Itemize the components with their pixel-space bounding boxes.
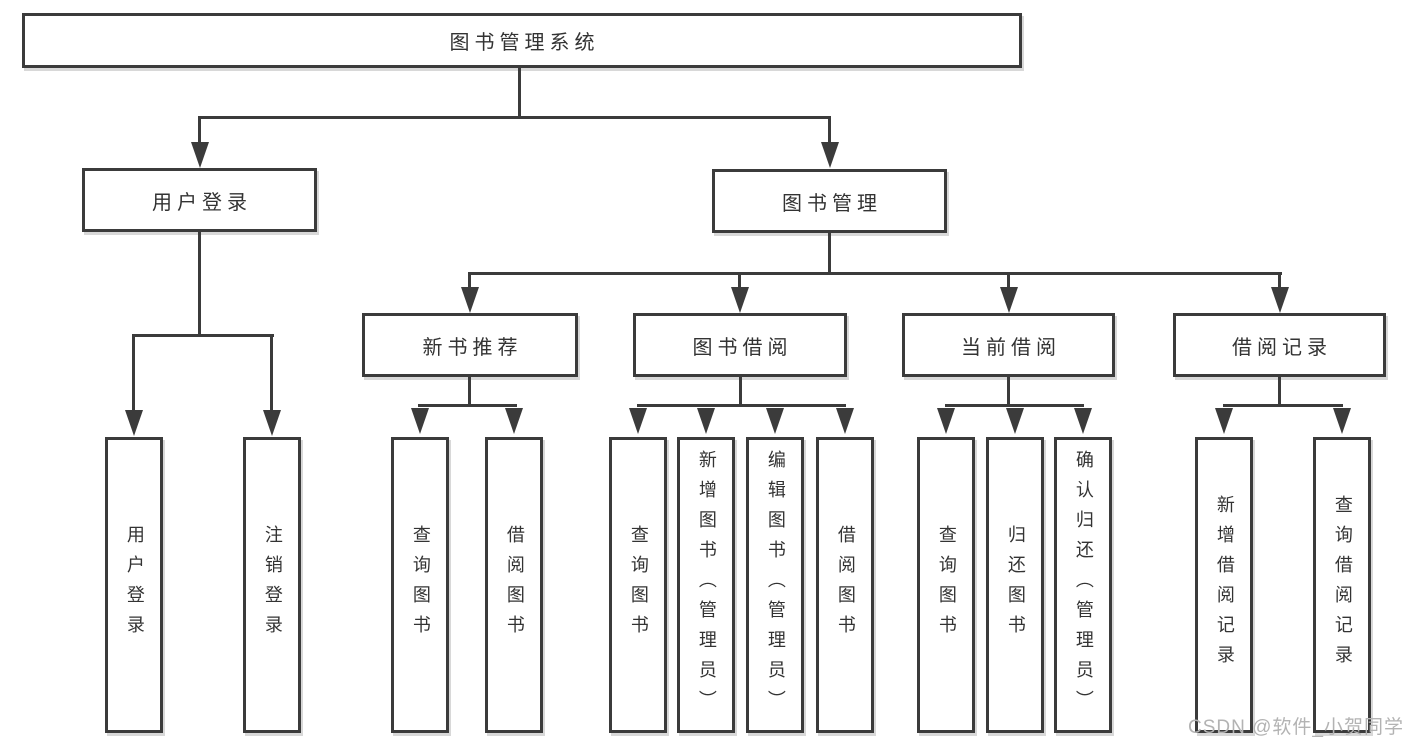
arrow-down-icon-records-1 bbox=[1215, 408, 1233, 434]
leaf-current-confirm-return: 确认归还（管理员） bbox=[1054, 437, 1112, 733]
leaf-current-query-label: 查询图书 bbox=[936, 525, 957, 645]
arrow-down-icon-borrow-2 bbox=[697, 408, 715, 434]
arrow-down-icon-borrow-1 bbox=[629, 408, 647, 434]
edge-book-drop bbox=[828, 116, 831, 146]
leaf-logout: 注销登录 bbox=[243, 437, 301, 733]
leaf-current-confirm-return-label: 确认归还（管理员） bbox=[1073, 450, 1094, 720]
leaf-borrow-add-label: 新增图书（管理员） bbox=[696, 450, 717, 720]
leaf-logout-label: 注销登录 bbox=[262, 525, 283, 645]
edge-level2-bar bbox=[198, 116, 831, 119]
leaf-newbook-query-label: 查询图书 bbox=[410, 525, 431, 645]
arrow-down-icon-newbook-2 bbox=[505, 408, 523, 434]
arrow-down-icon-borrow-4 bbox=[836, 408, 854, 434]
node-book-borrow: 图书借阅 bbox=[633, 313, 847, 377]
arrow-down-icon-user bbox=[191, 142, 209, 168]
node-book-borrow-label: 图书借阅 bbox=[692, 336, 793, 359]
edge-current-bar bbox=[945, 404, 1084, 407]
node-new-book-recommend-label: 新书推荐 bbox=[422, 336, 523, 359]
edge-bookmgmt-stem bbox=[828, 231, 831, 275]
edge-level3-bar bbox=[468, 272, 1282, 275]
node-book-management: 图书管理 bbox=[712, 169, 947, 233]
arrow-down-icon-current-3 bbox=[1074, 408, 1092, 434]
arrow-down-icon-user-leaf2 bbox=[263, 410, 281, 436]
edge-l3-drop4 bbox=[1278, 272, 1281, 290]
leaf-records-query-label: 查询借阅记录 bbox=[1332, 495, 1353, 675]
edge-l3-drop2 bbox=[738, 272, 741, 290]
node-borrow-records: 借阅记录 bbox=[1173, 313, 1386, 377]
leaf-current-return-label: 归还图书 bbox=[1005, 525, 1026, 645]
arrow-down-icon-borrow-3 bbox=[766, 408, 784, 434]
leaf-user-login: 用户登录 bbox=[105, 437, 163, 733]
edge-records-stem bbox=[1278, 375, 1281, 407]
leaf-newbook-query: 查询图书 bbox=[391, 437, 449, 733]
node-user-login: 用户登录 bbox=[82, 168, 317, 232]
leaf-borrow-borrow: 借阅图书 bbox=[816, 437, 874, 733]
edge-user-bar bbox=[132, 334, 274, 337]
leaf-borrow-edit: 编辑图书（管理员） bbox=[746, 437, 804, 733]
edge-user-drop bbox=[198, 116, 201, 146]
edge-records-bar bbox=[1223, 404, 1343, 407]
node-user-login-label: 用户登录 bbox=[152, 191, 252, 214]
node-new-book-recommend: 新书推荐 bbox=[362, 313, 578, 377]
leaf-records-add: 新增借阅记录 bbox=[1195, 437, 1253, 733]
arrow-down-icon-l3-1 bbox=[461, 287, 479, 313]
leaf-user-login-label: 用户登录 bbox=[124, 525, 145, 645]
arrow-down-icon-l3-2 bbox=[731, 287, 749, 313]
edge-root-stem bbox=[518, 66, 521, 118]
node-current-borrow: 当前借阅 bbox=[902, 313, 1115, 377]
watermark: CSDN @软件_小贺同学 bbox=[1188, 717, 1404, 738]
edge-user-leaf2-drop bbox=[270, 334, 273, 414]
leaf-records-query: 查询借阅记录 bbox=[1313, 437, 1371, 733]
edge-borrow-bar bbox=[637, 404, 846, 407]
node-borrow-records-label: 借阅记录 bbox=[1232, 336, 1332, 359]
edge-newbook-stem bbox=[468, 375, 471, 407]
node-root: 图书管理系统 bbox=[22, 13, 1022, 68]
arrow-down-icon-book bbox=[821, 142, 839, 168]
arrow-down-icon-l3-4 bbox=[1271, 287, 1289, 313]
edge-l3-drop1 bbox=[468, 272, 471, 290]
edge-user-leaf1-drop bbox=[132, 334, 135, 414]
arrow-down-icon-user-leaf1 bbox=[125, 410, 143, 436]
leaf-borrow-add: 新增图书（管理员） bbox=[677, 437, 735, 733]
leaf-records-add-label: 新增借阅记录 bbox=[1214, 495, 1235, 675]
leaf-current-query: 查询图书 bbox=[917, 437, 975, 733]
edge-user-stem bbox=[198, 230, 201, 337]
leaf-borrow-query: 查询图书 bbox=[609, 437, 667, 733]
arrow-down-icon-newbook-1 bbox=[411, 408, 429, 434]
leaf-newbook-borrow-label: 借阅图书 bbox=[504, 525, 525, 645]
node-book-management-label: 图书管理 bbox=[782, 192, 882, 215]
edge-newbook-bar bbox=[418, 404, 517, 407]
arrow-down-icon-l3-3 bbox=[1000, 287, 1018, 313]
arrow-down-icon-current-2 bbox=[1006, 408, 1024, 434]
node-root-label: 图书管理系统 bbox=[449, 32, 600, 54]
leaf-newbook-borrow: 借阅图书 bbox=[485, 437, 543, 733]
leaf-borrow-borrow-label: 借阅图书 bbox=[835, 525, 856, 645]
leaf-borrow-query-label: 查询图书 bbox=[628, 525, 649, 645]
leaf-borrow-edit-label: 编辑图书（管理员） bbox=[765, 450, 786, 720]
edge-current-stem bbox=[1007, 375, 1010, 407]
leaf-current-return: 归还图书 bbox=[986, 437, 1044, 733]
edge-borrow-stem bbox=[739, 375, 742, 407]
arrow-down-icon-current-1 bbox=[937, 408, 955, 434]
node-current-borrow-label: 当前借阅 bbox=[961, 336, 1061, 359]
edge-l3-drop3 bbox=[1007, 272, 1010, 290]
arrow-down-icon-records-2 bbox=[1333, 408, 1351, 434]
